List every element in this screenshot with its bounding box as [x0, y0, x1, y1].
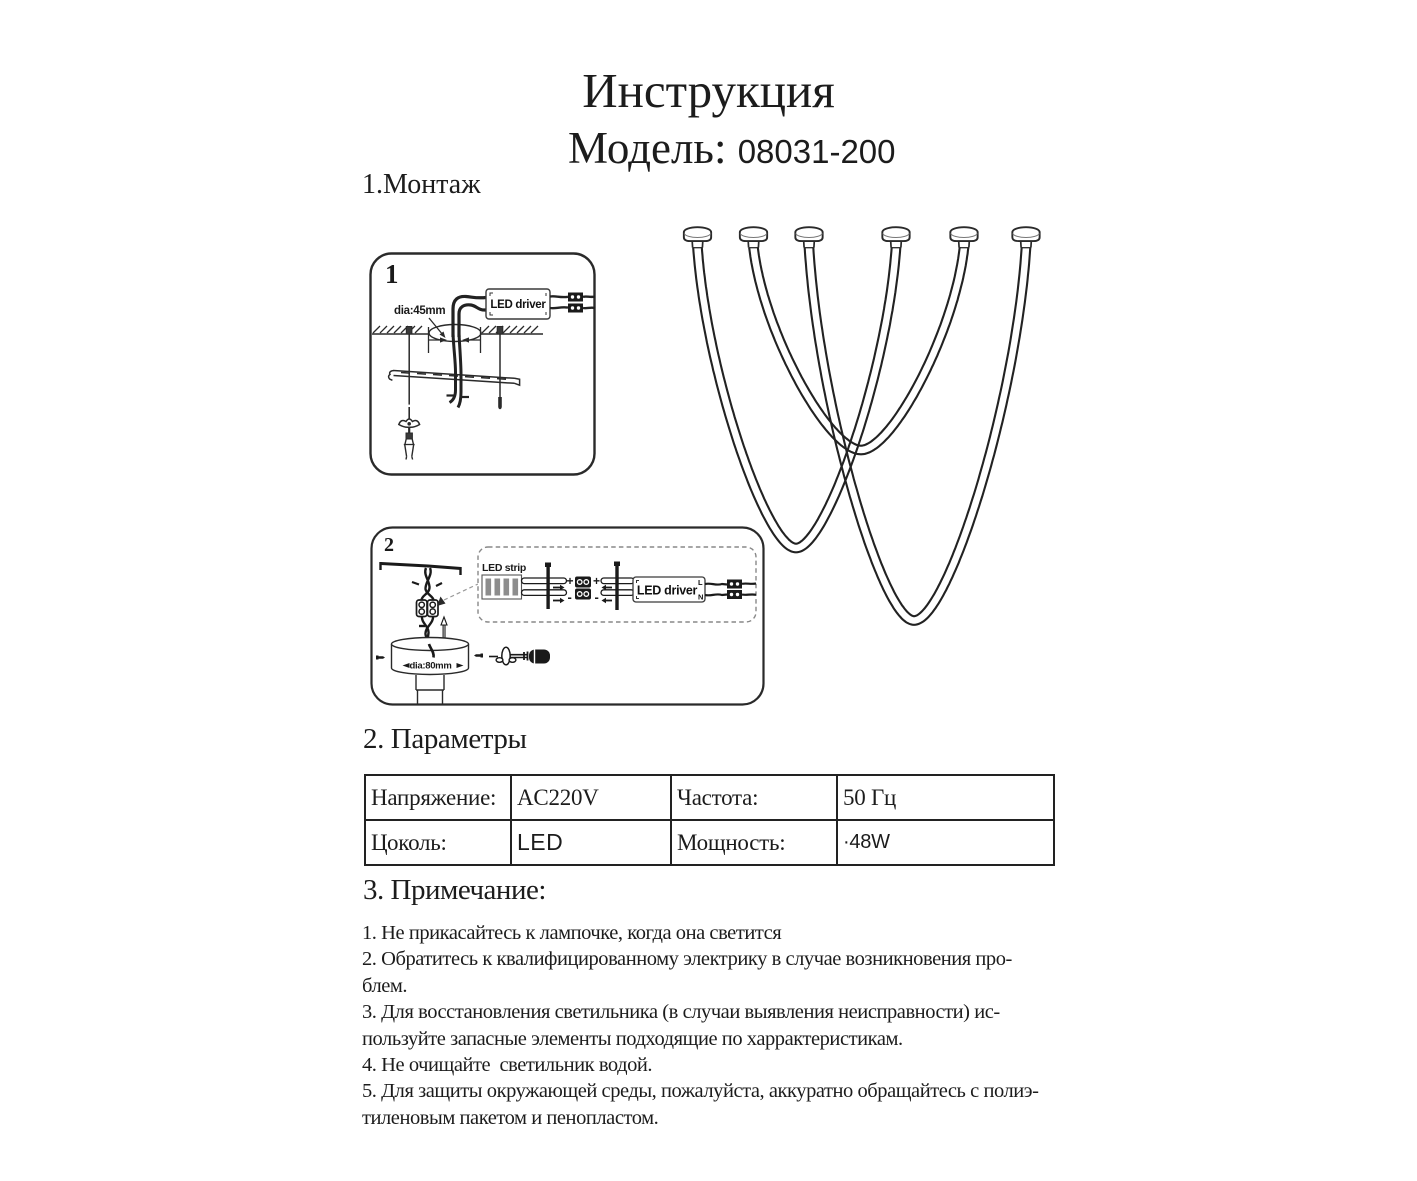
svg-text:+: +	[567, 574, 574, 588]
svg-text:L: L	[698, 578, 703, 587]
svg-text:dia:80mm: dia:80mm	[410, 661, 452, 672]
svg-text:LED driver: LED driver	[637, 584, 698, 598]
svg-text:N: N	[698, 593, 703, 602]
svg-text:-: -	[595, 590, 599, 605]
svg-text:-: -	[568, 590, 572, 605]
svg-text:LED strip: LED strip	[482, 562, 526, 574]
svg-text:+: +	[593, 574, 600, 588]
svg-text:1: 1	[385, 259, 399, 289]
svg-text:dia:45mm: dia:45mm	[394, 305, 445, 317]
svg-text:2: 2	[384, 534, 394, 556]
svg-text:LED driver: LED driver	[490, 299, 546, 311]
